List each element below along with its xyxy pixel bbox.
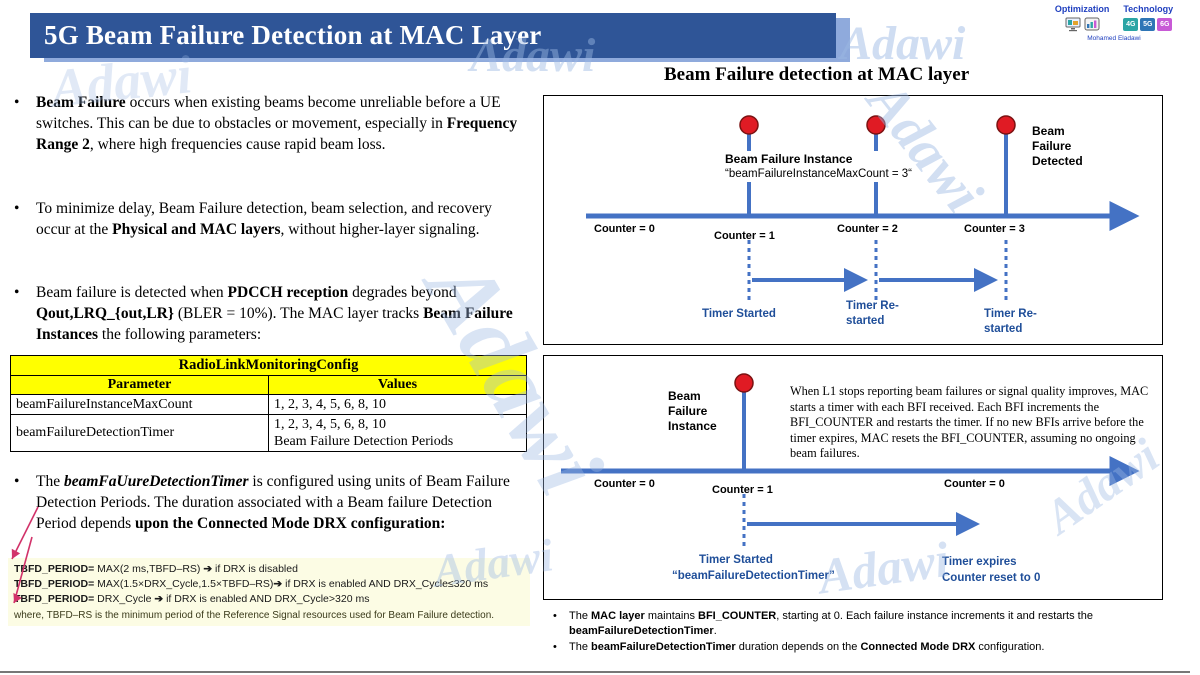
- value-line: 1, 2, 3, 4, 5, 6, 8, 10: [274, 397, 386, 412]
- tbfd-period-formulas: TBFD_PERIOD= MAX(2 ms,TBFD–RS) ➔ if DRX …: [8, 558, 530, 627]
- formula-line: TBFD_PERIOD= MAX(1.5×DRX_Cycle,1.5×TBFD–…: [14, 578, 489, 591]
- timer-expires-label: Timer expires: [942, 556, 1017, 568]
- bullet-marker: •: [14, 284, 20, 301]
- timer-restarted-label: Timer Re-started: [846, 300, 899, 327]
- slide-bottom-edge: [0, 671, 1190, 673]
- table-title: RadioLinkMonitoringConfig: [10, 355, 527, 376]
- bullet-detection-threshold: • Beam failure is detected when PDCCH re…: [14, 282, 526, 345]
- counter-label: Counter = 3: [964, 223, 1025, 235]
- bullet-text: Beam failure is detected when PDCCH rece…: [36, 284, 513, 344]
- counter-label: Counter = 1: [712, 484, 773, 496]
- table-header-values: Values: [268, 375, 527, 395]
- beam-failure-dot: [996, 115, 1016, 135]
- table-header-parameter: Parameter: [10, 375, 269, 395]
- bullet-text: The beamFaUureDetectionTimer is configur…: [36, 473, 510, 533]
- beam-failure-dot: [866, 115, 886, 135]
- analytics-icon: [1084, 17, 1100, 32]
- timer-started-label: Timer Started: [699, 554, 773, 566]
- table-row: beamFailureInstanceMaxCount 1, 2, 3, 4, …: [10, 393, 527, 416]
- watermark-text: Adawi: [840, 17, 966, 70]
- table-row: beamFailureDetectionTimer 1, 2, 3, 4, 5,…: [10, 414, 527, 453]
- bullet-marker: •: [14, 200, 20, 217]
- bullet-beam-failure: • Beam Failure occurs when existing beam…: [14, 92, 526, 155]
- footnotes: • The MAC layer maintains BFI_COUNTER, s…: [553, 609, 1167, 657]
- instance-label-text: Beam Failure Instance: [725, 152, 853, 166]
- mac-timer-note: When L1 stops reporting beam failures or…: [790, 384, 1149, 461]
- monitor-icon: [1065, 17, 1081, 32]
- counter-label: Counter = 2: [837, 223, 898, 235]
- beam-failure-detected-label: Beam Failure Detected: [1032, 124, 1083, 168]
- bullet-marker: •: [553, 610, 557, 622]
- branding-technology: Technology 4G 5G 6G: [1123, 4, 1173, 32]
- timer-started-label: Timer Started: [702, 308, 776, 320]
- formula-line: TBFD_PERIOD= DRX_Cycle ➔ if DRX is enabl…: [14, 593, 370, 606]
- 4g-badge: 4G: [1123, 18, 1139, 31]
- timer-started-sub-label: “beamFailureDetectionTimer”: [672, 570, 835, 582]
- beam-failure-dot: [739, 115, 759, 135]
- table-cell-values: 1, 2, 3, 4, 5, 6, 8, 10 Beam Failure Det…: [268, 414, 527, 453]
- beam-failure-dot: [734, 373, 754, 393]
- value-line: Beam Failure Detection Periods: [274, 434, 454, 450]
- footnote-drx: • The beamFailureDetectionTimer duration…: [553, 640, 1167, 655]
- counter-label: Counter = 0: [594, 223, 655, 235]
- branding-optimization: Optimization: [1054, 4, 1110, 32]
- footnote-text: The beamFailureDetectionTimer duration d…: [569, 641, 1045, 654]
- 6g-badge: 6G: [1157, 18, 1173, 31]
- diagram-timer-expiry: Beam Failure Instance When L1 stops repo…: [543, 355, 1163, 600]
- counter-label: Counter = 0: [944, 478, 1005, 490]
- bullet-detection-timer: • The beamFaUureDetectionTimer is config…: [14, 471, 526, 534]
- 5g-badge: 5G: [1140, 18, 1156, 31]
- beam-failure-instance-label: Beam Failure Instance: [668, 389, 717, 433]
- instance-maxcount-text: “beamFailureInstanceMaxCount = 3“: [725, 168, 912, 180]
- bullet-text: To minimize delay, Beam Failure detectio…: [36, 200, 492, 239]
- footnote-bfi-counter: • The MAC layer maintains BFI_COUNTER, s…: [553, 609, 1167, 638]
- table-cell-parameter: beamFailureDetectionTimer: [10, 414, 269, 453]
- timer-restarted-label: Timer Re-started: [984, 308, 1037, 335]
- annotation-arrows: [11, 506, 39, 604]
- beam-failure-instance-label: Beam Failure Instance “beamFailureInstan…: [722, 151, 966, 183]
- table-cell-values: 1, 2, 3, 4, 5, 6, 8, 10: [268, 393, 527, 416]
- title-banner: 5G Beam Failure Detection at MAC Layer: [30, 13, 836, 58]
- bullet-minimize-delay: • To minimize delay, Beam Failure detect…: [14, 198, 526, 240]
- counter-reset-label: Counter reset to 0: [942, 572, 1041, 584]
- bullet-text: Beam Failure occurs when existing beams …: [36, 94, 518, 154]
- formula-line: TBFD_PERIOD= MAX(2 ms,TBFD–RS) ➔ if DRX …: [14, 563, 298, 575]
- radio-link-monitoring-table: RadioLinkMonitoringConfig Parameter Valu…: [10, 355, 527, 453]
- formula-where-note: where, TBFD–RS is the minimum period of …: [14, 609, 495, 621]
- counter-label: Counter = 0: [594, 478, 655, 490]
- slide-title: 5G Beam Failure Detection at MAC Layer: [44, 20, 542, 50]
- technology-label: Technology: [1123, 4, 1174, 14]
- table-cell-parameter: beamFailureInstanceMaxCount: [10, 393, 269, 416]
- author-name: Mohamed Eladawi: [1087, 35, 1141, 42]
- counter-label: Counter = 1: [714, 230, 775, 242]
- timeline-graphic-2: [561, 373, 1140, 548]
- right-section-title: Beam Failure detection at MAC layer: [664, 64, 970, 85]
- diagram-bfi-counting: Beam Failure Instance “beamFailureInstan…: [543, 95, 1163, 345]
- bullet-marker: •: [14, 94, 20, 111]
- value-line: 1, 2, 3, 4, 5, 6, 8, 10: [274, 417, 386, 433]
- bullet-marker: •: [14, 473, 20, 490]
- branding: Optimization Technology 4G 5G 6G: [1038, 4, 1190, 42]
- optimization-label: Optimization: [1054, 4, 1110, 14]
- footnote-text: The MAC layer maintains BFI_COUNTER, sta…: [569, 610, 1093, 637]
- bullet-marker: •: [553, 641, 557, 654]
